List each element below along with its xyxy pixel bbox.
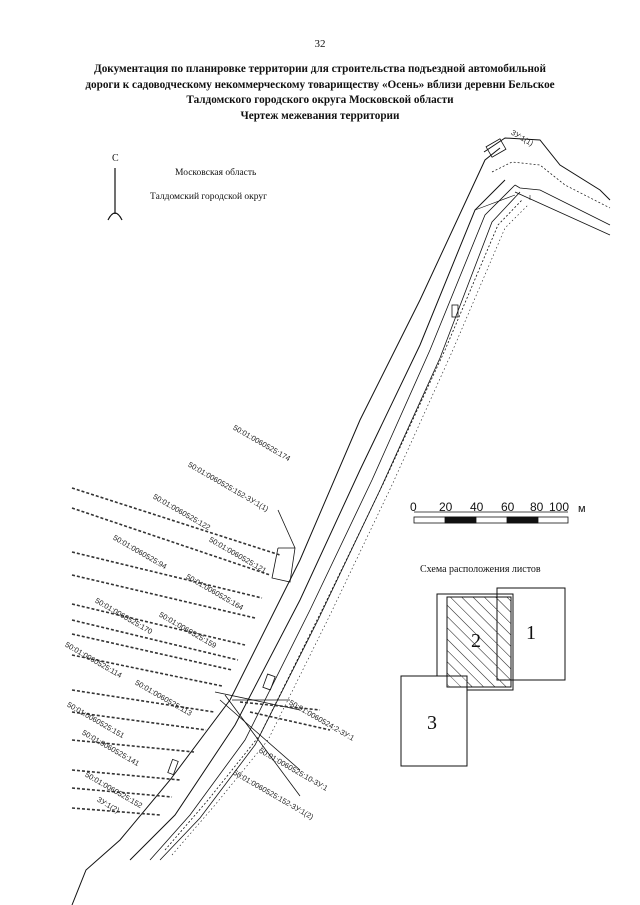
scale-tick: 40: [470, 500, 484, 514]
sheet-number-1: 1: [526, 622, 536, 644]
document-title: Документация по планировке территории дл…: [60, 62, 580, 124]
region-label: Московская область: [175, 168, 257, 178]
sheet-number-2: 2: [471, 630, 481, 652]
title-line-3: Талдомского городского округа Московской…: [186, 94, 454, 106]
title-line-4: Чертеж межевания территории: [240, 109, 400, 122]
road-corridor: [71, 147, 529, 905]
scale-tick: 20: [439, 500, 453, 514]
scale-tick: 0: [410, 500, 417, 514]
page-number: 32: [314, 38, 326, 50]
scale-unit: м: [578, 503, 586, 515]
north-label: С: [112, 153, 119, 164]
parcel-boundaries: [71, 487, 331, 816]
north-arrow-icon: [107, 168, 123, 221]
title-line-1: Документация по планировке территории дл…: [94, 63, 546, 75]
sheet-layout-title: Схема расположения листов: [420, 564, 541, 575]
sheet-number-3: 3: [427, 712, 437, 734]
scale-tick: 80: [530, 500, 544, 514]
scale-bar: [413, 511, 569, 524]
road-structures: [167, 304, 459, 797]
scale-tick: 60: [501, 500, 515, 514]
title-line-2: дороги к садоводческому некоммерческому …: [85, 78, 555, 91]
settlement-boundary: [474, 137, 611, 236]
district-label: Талдомский городской округ: [150, 192, 268, 202]
sheet-layout-scheme: [400, 587, 566, 767]
scale-tick: 100: [549, 500, 570, 514]
